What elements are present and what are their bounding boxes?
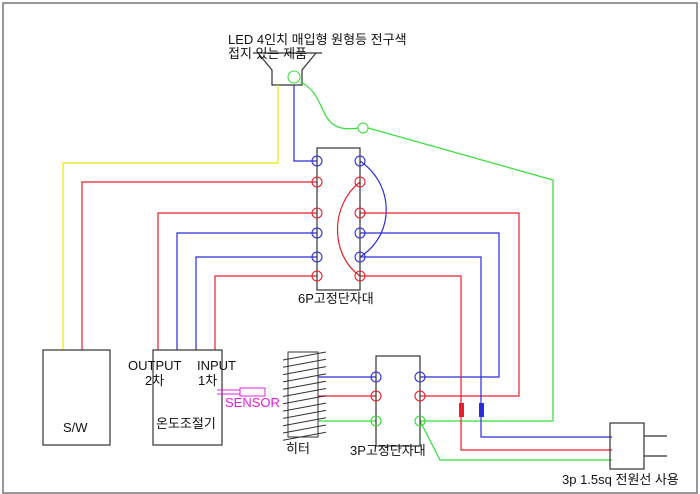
ctrl-wire-3	[195, 256, 317, 350]
terminal-block-6p	[316, 147, 361, 291]
terminal-6p-label: 6P고정단자대	[298, 291, 374, 306]
sensor-label: SENSOR	[225, 395, 280, 410]
jumper-red	[336, 181, 361, 277]
power-plug-icon	[609, 422, 667, 470]
lamp-icon	[253, 52, 322, 86]
power-ground	[419, 420, 612, 461]
heater-coil-line	[282, 358, 327, 368]
terminal-block-3p	[375, 355, 421, 447]
heater-coil-line	[282, 402, 327, 412]
heater-coil-line	[282, 366, 327, 376]
heater-coil-line	[282, 351, 327, 361]
switch-label: S/W	[63, 420, 88, 435]
power-hot	[360, 275, 612, 451]
ctrl-wire-2	[176, 232, 317, 350]
lamp-label-line1: LED 4인치 매입형 원형등 전구색	[228, 32, 407, 47]
sensor-icon	[217, 387, 266, 397]
switch-box	[42, 349, 111, 446]
switch-hot-wire	[81, 181, 317, 350]
controller-name: 온도조절기	[156, 416, 216, 431]
heater-coil-line	[282, 424, 327, 434]
lamp-ground-wire	[299, 81, 359, 130]
lamp-ground-terminal	[287, 70, 301, 84]
terminals-3p	[370, 371, 426, 427]
terminals-6p	[311, 155, 366, 282]
heater-neutral-out	[360, 232, 500, 378]
lamp-label-line2: 접지 있는 제품	[228, 46, 307, 61]
power-neutral	[360, 256, 612, 438]
jumper-blue	[359, 160, 387, 258]
fuse-red-icon	[459, 403, 464, 417]
heater-coil-line	[282, 380, 327, 390]
input-label: INPUT	[197, 358, 236, 373]
heater-coil-line	[282, 417, 327, 427]
temperature-controller	[152, 349, 223, 446]
heater-coil-line	[282, 409, 327, 419]
power-cable-label: 3p 1.5sq 전원선 사용	[562, 472, 679, 487]
switch-wire	[62, 85, 279, 350]
ground-wire-main	[367, 127, 554, 422]
heater-coil-line	[282, 431, 327, 441]
terminal-3p-label: 3P고정단자대	[350, 443, 426, 458]
lamp-neutral-wire	[293, 85, 317, 162]
heater-label: 히터	[286, 441, 310, 456]
output-label: OUTPUT	[128, 358, 182, 373]
ground-splice	[357, 122, 369, 134]
output-sub-label: 2차	[145, 373, 164, 388]
ctrl-wire-4	[214, 275, 317, 350]
heater-coil-line	[282, 373, 327, 383]
heater-coil-line	[282, 388, 327, 397]
fuse-blue-icon	[479, 403, 484, 417]
ctrl-wire-1	[157, 212, 317, 350]
heater-icon	[282, 351, 327, 441]
heater-coil-line	[282, 395, 327, 405]
input-sub-label: 1차	[198, 373, 217, 388]
heater-hot-out	[360, 212, 520, 397]
